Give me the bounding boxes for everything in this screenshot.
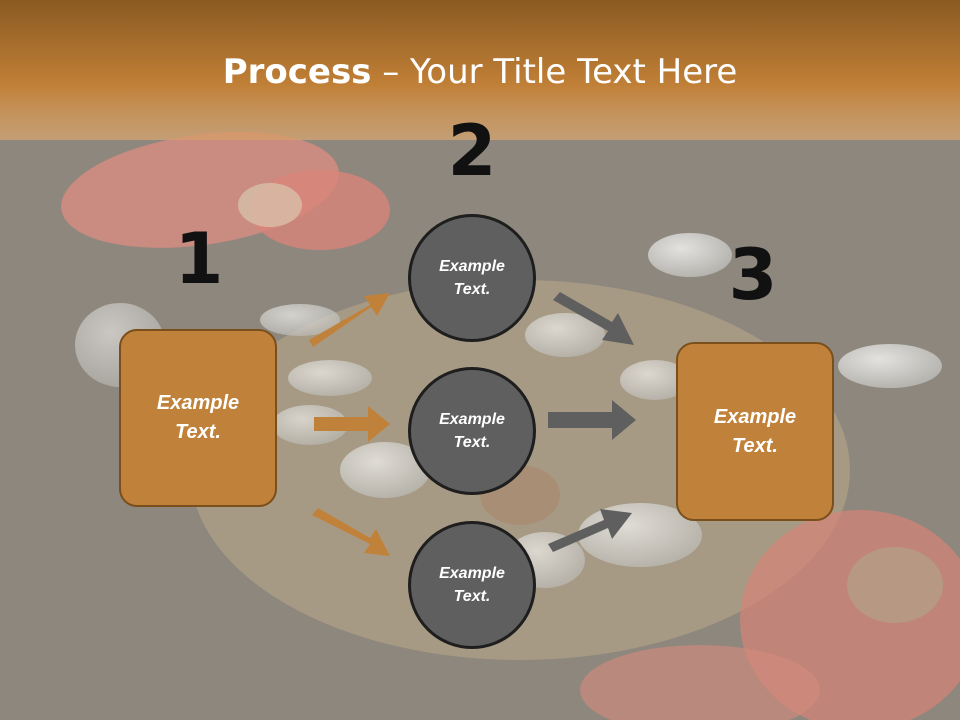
step-number-2: 2: [447, 110, 497, 192]
circle-2-line2: Text.: [453, 434, 491, 451]
right-box-line2: Text.: [732, 434, 778, 457]
title-rest: – Your Title Text Here: [371, 52, 738, 92]
step-number-3: 3: [728, 234, 778, 316]
title-bold: Process: [222, 52, 372, 92]
right-box-line1: Example: [713, 405, 797, 428]
circle-3-line1: Example: [439, 565, 505, 582]
left-box-line1: Example: [156, 392, 240, 414]
left-box-line2: Text.: [175, 421, 221, 443]
circle-3-line2: Text.: [453, 588, 491, 605]
circle-1-line2: Text.: [453, 281, 491, 298]
circle-2-line1: Example: [439, 411, 505, 428]
step-number-1: 1: [174, 218, 224, 300]
page-title: Process – Your Title Text Here: [0, 52, 960, 92]
circle-1-line1: Example: [439, 258, 505, 275]
